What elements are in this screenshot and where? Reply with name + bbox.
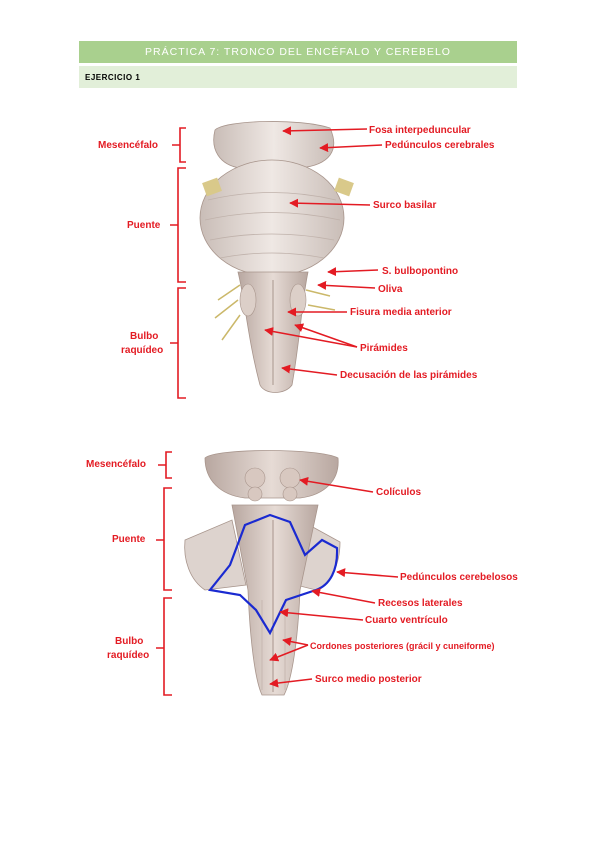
region-label-puente-2: Puente: [112, 534, 146, 545]
label-surco-medio-posterior: Surco medio posterior: [315, 674, 422, 685]
region-label-raquideo-2: raquídeo: [107, 650, 149, 661]
label-coliculos: Colículos: [376, 487, 421, 498]
pointer-arrows-fig1: [264, 126, 383, 376]
section-heading: EJERCICIO 1: [79, 66, 517, 88]
label-fosa-interpeduncular: Fosa interpeduncular: [369, 125, 471, 136]
region-brackets-fig1: [170, 127, 186, 399]
brainstem-anterior-illustration: [199, 121, 354, 393]
label-cordones-posteriores: Cordones posteriores (grácil y cuneiform…: [310, 641, 495, 651]
region-label-bulbo-2: Bulbo: [115, 636, 143, 647]
label-pedunculos-cerebelosos: Pedúnculos cerebelosos: [400, 572, 518, 583]
label-pedunculos-cerebrales: Pedúnculos cerebrales: [385, 140, 495, 151]
region-label-mesencefalo-2: Mesencéfalo: [86, 459, 146, 470]
region-label-puente: Puente: [127, 220, 161, 231]
label-oliva: Oliva: [378, 284, 403, 295]
region-label-bulbo: Bulbo: [130, 331, 158, 342]
label-cuarto-ventriculo: Cuarto ventrículo: [365, 615, 448, 626]
label-recesos-laterales: Recesos laterales: [378, 598, 463, 609]
region-brackets-fig2: [156, 451, 172, 696]
label-surco-bulbopontino: S. bulbopontino: [382, 266, 458, 277]
label-fisura-media-anterior: Fisura media anterior: [350, 307, 452, 318]
region-label-raquideo: raquídeo: [121, 345, 163, 356]
label-surco-basilar: Surco basilar: [373, 200, 436, 211]
label-piramides: Pirámides: [360, 343, 408, 354]
page-title: PRÁCTICA 7: TRONCO DEL ENCÉFALO Y CEREBE…: [79, 41, 517, 63]
pointer-arrows-fig2: [269, 476, 399, 688]
region-label-mesencefalo: Mesencéfalo: [98, 140, 158, 151]
label-decusacion-piramides: Decusación de las pirámides: [340, 370, 478, 381]
brainstem-posterior-illustration: [184, 450, 341, 696]
